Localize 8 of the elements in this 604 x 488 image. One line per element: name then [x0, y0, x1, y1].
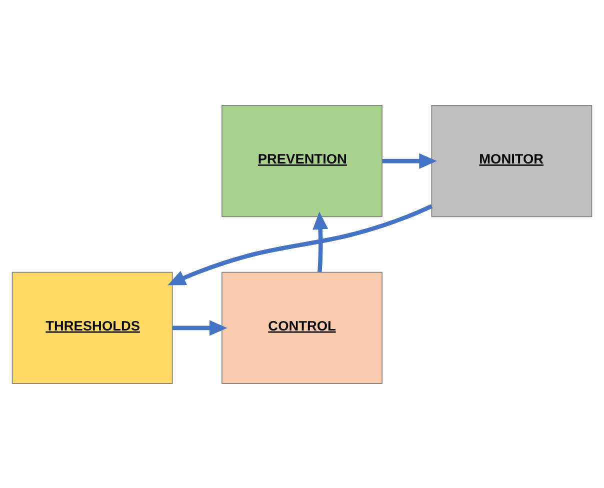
- node-box: PREVENTION: [222, 104, 382, 217]
- arrow: [172, 320, 228, 336]
- arrow: [312, 211, 328, 272]
- node-box: MONITOR: [431, 104, 592, 217]
- arrow: [382, 152, 437, 168]
- node-box: CONTROL: [222, 271, 382, 384]
- arrow: [168, 204, 432, 285]
- node-box: THRESHOLDS: [12, 271, 173, 384]
